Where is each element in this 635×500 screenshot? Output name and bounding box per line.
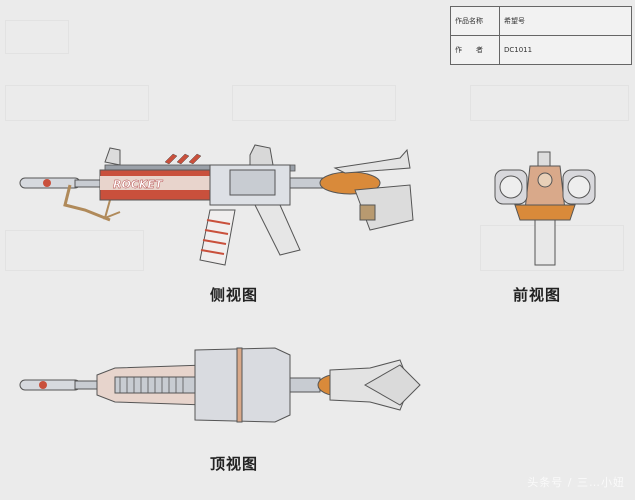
table-row: 作品名称 希望号 — [450, 6, 632, 36]
background-watermark — [5, 230, 144, 271]
top-view-caption: 顶视图 — [210, 455, 259, 473]
background-watermark — [232, 85, 396, 121]
title-label: 作品名称 — [450, 6, 500, 36]
source-watermark: 头条号 / 三…小妞 — [527, 476, 625, 489]
author-value: DC1011 — [499, 35, 632, 65]
table-row: 作 者 DC1011 — [450, 35, 632, 65]
info-table: 作品名称 希望号 作 者 DC1011 — [450, 6, 632, 65]
side-view-caption: 侧视图 — [210, 286, 259, 304]
background-watermark — [5, 85, 149, 121]
author-label: 作 者 — [450, 35, 500, 65]
rocket-label: ROCKET — [113, 178, 164, 191]
background-watermark — [5, 20, 69, 54]
front-view-drawing — [494, 151, 596, 266]
title-value: 希望号 — [499, 6, 632, 36]
background-watermark — [470, 85, 629, 121]
side-view-drawing: ROCKET — [19, 144, 414, 266]
top-view-drawing — [19, 347, 421, 423]
front-view-caption: 前视图 — [513, 286, 562, 304]
